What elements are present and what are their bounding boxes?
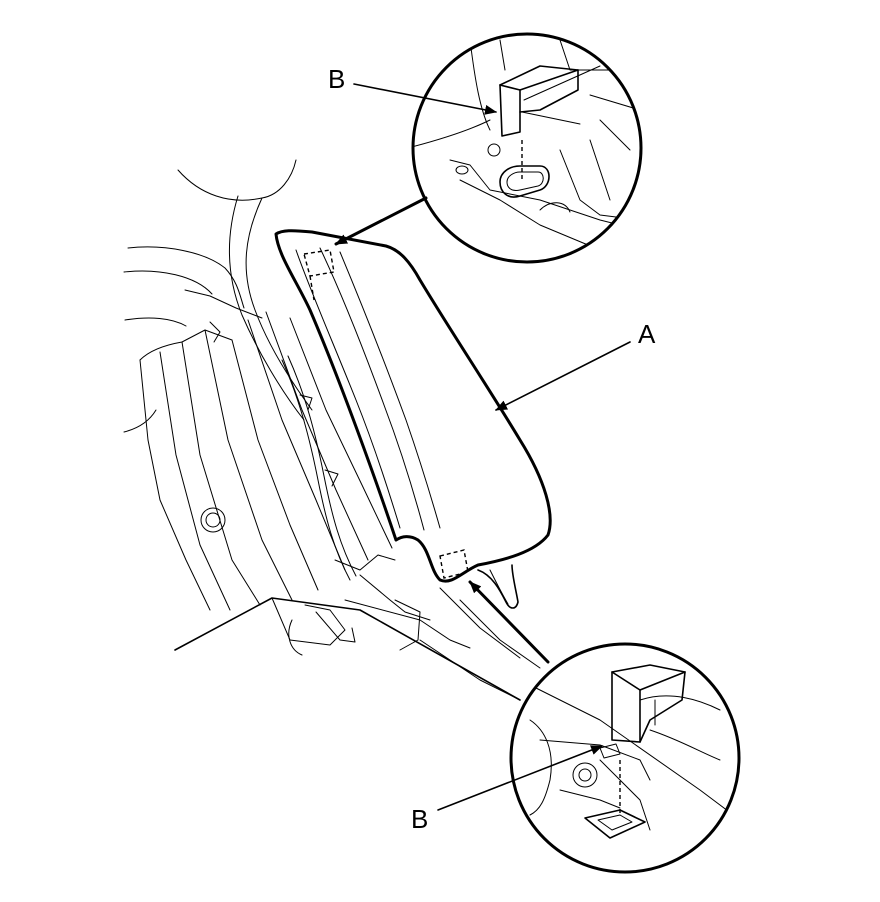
label-clip-b-bottom: B <box>411 804 428 834</box>
detail-circle-bottom <box>509 642 741 874</box>
detail-circle-top <box>411 32 643 264</box>
trim-panel[interactable] <box>274 229 552 609</box>
label-panel-a: A <box>638 319 656 349</box>
leader-lines <box>334 83 631 811</box>
vehicle-body-lineart <box>123 159 541 701</box>
label-clip-b-top: B <box>328 64 345 94</box>
